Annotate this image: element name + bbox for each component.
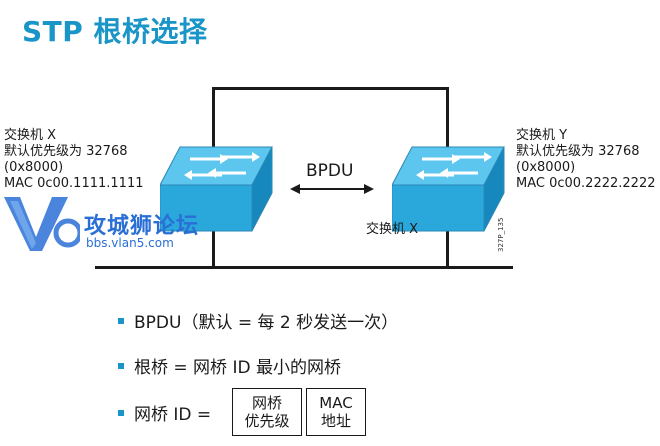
switch-y-priority-hex: (0x8000) bbox=[516, 160, 576, 175]
bullet-root-bridge-rule: 根桥 = 网桥 ID 最小的网桥 bbox=[134, 358, 341, 378]
mac-address-box: MAC 地址 bbox=[306, 388, 366, 436]
switch-y-icon bbox=[392, 146, 505, 232]
switch-x-priority-hex: (0x8000) bbox=[4, 160, 64, 175]
switch-x-priority: 默认优先级为 32768 bbox=[4, 144, 128, 159]
switch-x-mac: MAC 0c00.1111.1111 bbox=[4, 176, 144, 191]
bullet-bpdu-interval: BPDU（默认 = 每 2 秒发送一次） bbox=[134, 313, 399, 333]
bpdu-label: BPDU bbox=[306, 161, 354, 181]
bridge-priority-line1: 网桥 bbox=[251, 394, 282, 412]
figure-code: 327P_135 bbox=[497, 217, 505, 252]
switch-y-mac: MAC 0c00.2222.2222 bbox=[516, 176, 656, 191]
switch-device-label: 交换机 X bbox=[366, 222, 419, 237]
watermark bbox=[2, 193, 212, 253]
top-segment-line bbox=[214, 87, 448, 90]
bridge-priority-box: 网桥 优先级 bbox=[232, 388, 302, 436]
bpdu-bidirectional-arrow-icon bbox=[290, 184, 374, 194]
bottom-segment-line bbox=[95, 266, 513, 269]
v5-logo-icon bbox=[4, 197, 80, 251]
switch-x-icon bbox=[160, 146, 273, 232]
bridge-priority-line2: 优先级 bbox=[244, 412, 290, 430]
switch-x-name: 交换机 X bbox=[4, 128, 57, 143]
watermark-site-name: 攻城狮论坛 bbox=[84, 214, 200, 239]
bullet-marker bbox=[118, 363, 124, 369]
bullet-bridge-id-label: 网桥 ID = bbox=[134, 405, 212, 425]
bullet-marker bbox=[118, 410, 124, 416]
switch-y-name: 交换机 Y bbox=[516, 128, 568, 143]
slide-title: STP 根桥选择 bbox=[22, 15, 208, 48]
switch-x-info: 交换机 X 默认优先级为 32768 (0x8000) MAC 0c00.111… bbox=[4, 128, 143, 192]
mac-address-line1: MAC bbox=[319, 394, 353, 412]
switch-y-priority: 默认优先级为 32768 bbox=[516, 144, 640, 159]
watermark-url: bbs.vlan5.com bbox=[86, 236, 174, 250]
bullet-marker bbox=[118, 318, 124, 324]
mac-address-line2: 地址 bbox=[320, 412, 351, 430]
switch-y-info: 交换机 Y 默认优先级为 32768 (0x8000) MAC 0c00.222… bbox=[516, 128, 655, 192]
